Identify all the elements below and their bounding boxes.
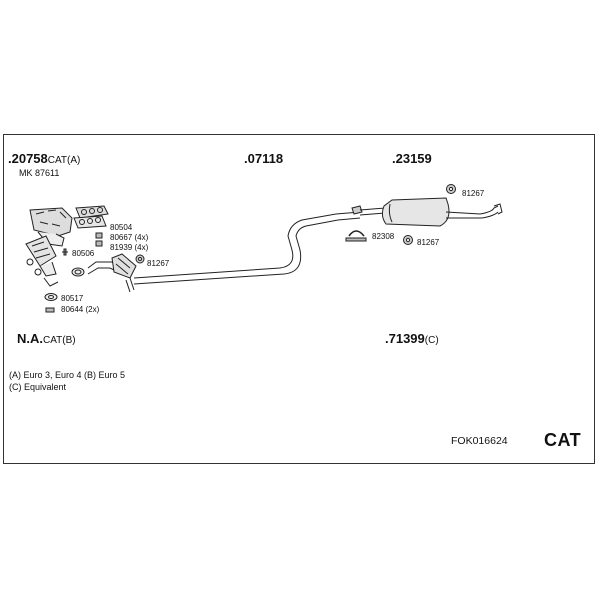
exhaust-manifold-icon [25, 207, 73, 287]
rubber-mount-icon [403, 184, 456, 245]
part-label-23159: .23159 [392, 151, 432, 166]
part-label-71399: .71399(C) [385, 331, 439, 346]
hardware-label-80517: 80517 [61, 294, 84, 303]
nut-icon [95, 232, 103, 247]
seal-icon [44, 293, 58, 313]
pipe-clamp-icon [345, 230, 367, 242]
part-number: N.A. [17, 331, 43, 346]
order-code: FOK016624 [451, 435, 508, 447]
part-number: .71399 [385, 331, 425, 346]
part-label-20758: .20758CAT(A) [8, 151, 80, 166]
hardware-label-80667: 80667 (4x) [110, 233, 149, 242]
bolt-icon [62, 248, 68, 256]
part-suffix: (C) [424, 335, 439, 346]
hardware-label-81939: 81939 (4x) [110, 243, 149, 252]
category-label: CAT [544, 430, 582, 450]
part-label-na-cat: N.A.CAT(B) [17, 331, 76, 346]
catalytic-converter-icon [87, 253, 137, 293]
note-euro: (A) Euro 3, Euro 4 (B) Euro 5 [9, 370, 126, 380]
gasket-icon [73, 205, 109, 229]
part-suffix: CAT(A) [47, 155, 81, 166]
part-label-07118: .07118 [244, 151, 284, 166]
rear-silencer-icon [351, 197, 503, 227]
hardware-label-80644: 80644 (2x) [61, 305, 100, 314]
mk-label: MK 87611 [19, 168, 60, 178]
flange-gasket-icon [71, 267, 85, 277]
hardware-label-82308: 82308 [372, 232, 395, 241]
diagram-frame [3, 134, 595, 464]
hardware-label-80506: 80506 [72, 249, 95, 258]
hardware-label-80504: 80504 [110, 223, 133, 232]
hardware-label-81267-rear-bottom: 81267 [417, 238, 440, 247]
note-equivalent: (C) Equivalent [9, 382, 67, 392]
hardware-label-81267-rear-top: 81267 [462, 189, 485, 198]
part-suffix: CAT(B) [43, 335, 76, 346]
middle-pipe-icon [133, 211, 361, 285]
hardware-label-81267: 81267 [147, 259, 170, 268]
rubber-mount-icon [135, 254, 145, 264]
part-number: .20758 [8, 151, 48, 166]
